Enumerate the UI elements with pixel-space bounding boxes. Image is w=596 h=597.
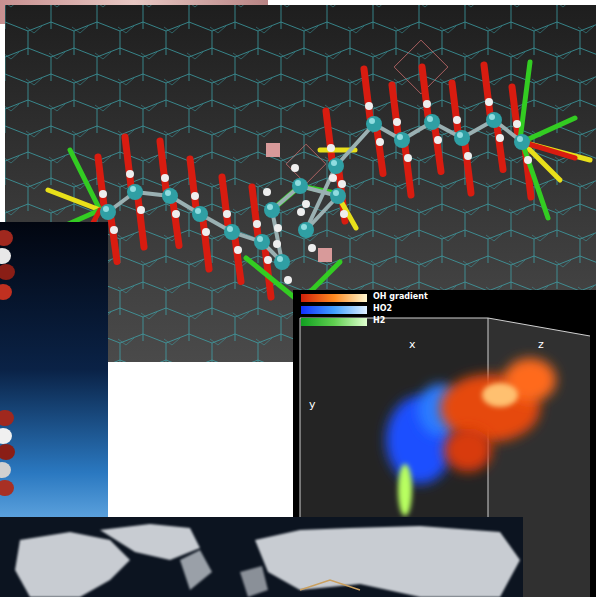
legend-swatch xyxy=(301,318,367,326)
legend-swatch xyxy=(301,294,367,302)
legend-swatch xyxy=(301,306,367,314)
axis-label: x xyxy=(409,338,416,351)
legend-text: H2 xyxy=(373,316,385,325)
world-map xyxy=(0,517,523,597)
axis-label: y xyxy=(309,398,316,411)
blue-molecule-image xyxy=(0,222,108,517)
axis-label: z xyxy=(538,338,544,351)
legend-text: OH gradient xyxy=(373,292,428,301)
legend-text: HO2 xyxy=(373,304,392,313)
